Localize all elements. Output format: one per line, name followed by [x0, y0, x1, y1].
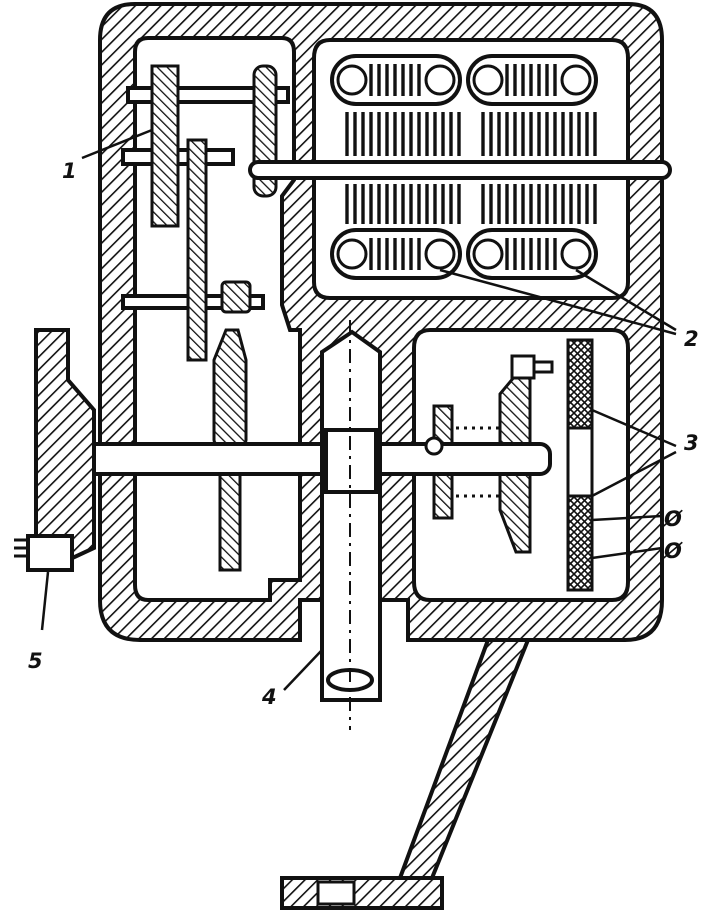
coupling-flange [14, 328, 96, 572]
vertical-rod [320, 320, 382, 730]
callout-5: 5 [28, 649, 43, 673]
spring-pack-bottom [330, 228, 598, 280]
leader-line-phi2 [591, 546, 663, 560]
leader-line-5 [40, 571, 50, 631]
spring-pack-top [330, 54, 598, 106]
support-bracket [280, 638, 531, 910]
callout-1: 1 [62, 159, 77, 183]
leader-lines [40, 128, 677, 691]
callout-2: 2 [684, 327, 699, 351]
main-shaft-upper [248, 160, 672, 180]
leader-line-2a [575, 268, 677, 332]
leader-line-1 [81, 128, 153, 160]
drive-shaft [46, 436, 552, 476]
lever-assembly [121, 64, 290, 572]
spring-stack-upper [342, 112, 598, 156]
leader-line-2b [439, 268, 677, 336]
leader-line-phi1 [591, 514, 663, 522]
leader-line-4 [283, 649, 323, 691]
callout-phi-lower: Ø [663, 539, 683, 563]
leader-line-3b [591, 450, 677, 498]
callout-4: 4 [261, 685, 277, 709]
callout-3: 3 [684, 431, 699, 455]
callout-phi-upper: Ø [663, 507, 683, 531]
spring-stack-lower [342, 184, 598, 224]
leader-line-3a [591, 408, 677, 448]
